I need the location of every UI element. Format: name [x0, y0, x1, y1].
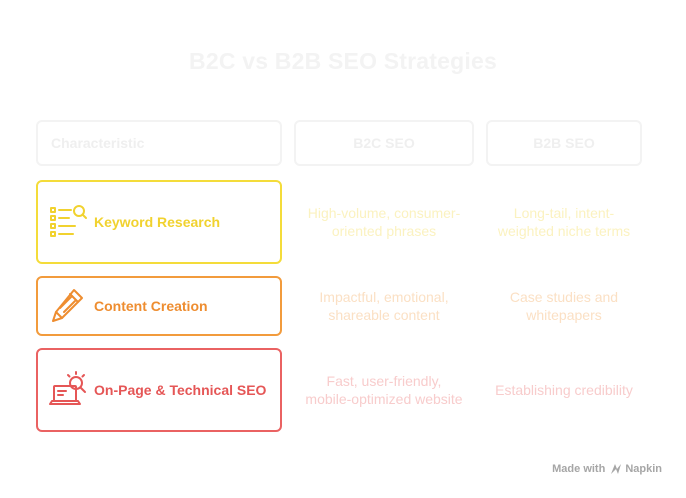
b2c-cell: High-volume, consumer-oriented phrases	[307, 205, 461, 239]
laptop-search-icon	[49, 371, 86, 405]
keyword-list-search-icon	[50, 205, 87, 237]
made-with-text: Made with	[552, 463, 606, 475]
row-keyword-research: Keyword Research	[36, 180, 282, 264]
b2c-cell: Impactful, emotional, shareable content	[319, 289, 449, 323]
row-content-creation: Content Creation	[36, 276, 282, 336]
header-b2c-seo: B2C SEO	[294, 120, 474, 166]
row-label: Content Creation	[94, 298, 208, 314]
header-b2b-seo: B2B SEO	[486, 120, 642, 166]
napkin-brand: Napkin	[625, 463, 662, 475]
b2b-cell: Case studies and whitepapers	[509, 289, 619, 323]
b2b-cell: Long-tail, intent-weighted niche terms	[497, 205, 631, 239]
b2c-cell: Fast, user-friendly, mobile-optimized we…	[305, 373, 463, 407]
row-label: Keyword Research	[94, 214, 221, 230]
footer-attribution: Made with Napkin	[552, 463, 662, 475]
b2b-cell: Establishing credibility	[495, 382, 633, 398]
pencil-edit-icon	[52, 289, 83, 322]
napkin-logo-icon	[611, 464, 622, 474]
row-on-page-technical-seo: On-Page & Technical SEO	[36, 348, 282, 432]
header-characteristic: Characteristic	[36, 120, 282, 166]
page-title: B2C vs B2B SEO Strategies	[189, 48, 497, 74]
row-label: On-Page & Technical SEO	[94, 382, 267, 398]
